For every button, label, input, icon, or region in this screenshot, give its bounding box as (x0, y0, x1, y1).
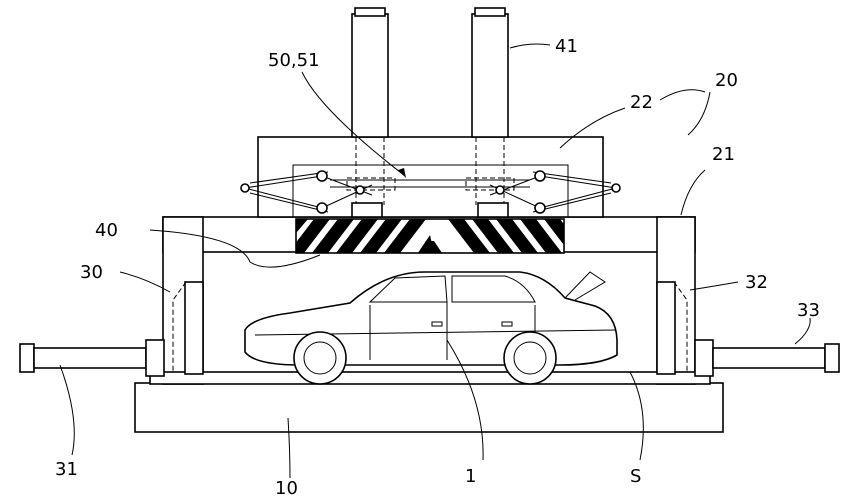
label-32: 32 (745, 272, 768, 293)
label-22: 22 (630, 92, 653, 113)
label-1: 1 (465, 466, 476, 487)
label-41: 41 (555, 36, 578, 57)
label-21: 21 (712, 144, 735, 165)
side-cylinder-31 (19, 339, 165, 377)
label-31: 31 (55, 459, 78, 480)
label-33: 33 (797, 300, 820, 321)
label-40: 40 (95, 220, 118, 241)
hydraulic-cylinders-41 (351, 7, 509, 205)
base-plate-10 (134, 382, 724, 433)
press-plate-40 (295, 218, 565, 254)
reference-labels: 41 50,51 20 22 21 40 30 32 33 31 10 1 S (55, 36, 820, 499)
label-50-51: 50,51 (268, 50, 320, 71)
label-S: S (630, 466, 641, 487)
side-cylinder-33 (694, 339, 840, 377)
vehicle-1 (244, 271, 618, 385)
side-pusher-32 (656, 281, 688, 375)
label-20: 20 (715, 70, 738, 91)
scissor-linkage-50-51 (240, 170, 621, 218)
leader-lines (59, 43, 811, 479)
side-pusher-30 (172, 281, 204, 375)
label-10: 10 (275, 478, 298, 496)
label-30: 30 (80, 262, 103, 283)
